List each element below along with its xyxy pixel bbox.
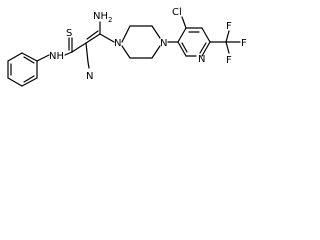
bond-cc-double (85, 30, 101, 44)
piperazine-ring (121, 25, 161, 59)
cf3-group (225, 30, 241, 54)
phenyl-ring (7, 52, 38, 87)
nitrile-triple-bond (87, 61, 90, 69)
atom-f-bottom-label: F (226, 55, 232, 66)
bond-pyridine-cl (181, 16, 187, 29)
atom-f-right-label: F (241, 38, 247, 49)
pyridine-ring (177, 27, 211, 57)
atom-s-label: S (66, 28, 72, 39)
bond-nh-c (64, 51, 73, 56)
atom-n-pyridine-label: N (198, 54, 205, 65)
atom-nh-amide-label: NH (49, 51, 64, 62)
atom-nitrile-n-label: N (86, 71, 93, 82)
atom-f-top-label: F (226, 21, 232, 32)
chemical-structure: S NH NH2 N N Cl N N F F F (7, 7, 247, 87)
atom-cl-label: Cl (172, 7, 182, 18)
bond-phenyl-nh (36, 54, 50, 62)
bond-c-s (68, 37, 73, 53)
bond-c-cn (85, 42, 89, 63)
atom-n-piperazine-4-label: N (160, 38, 167, 49)
atom-nh2-label: NH2 (93, 11, 112, 24)
bond-c-ccentral (71, 42, 87, 53)
atom-n-piperazine-1-label: N (114, 38, 121, 49)
bond-c-npip (99, 33, 115, 43)
